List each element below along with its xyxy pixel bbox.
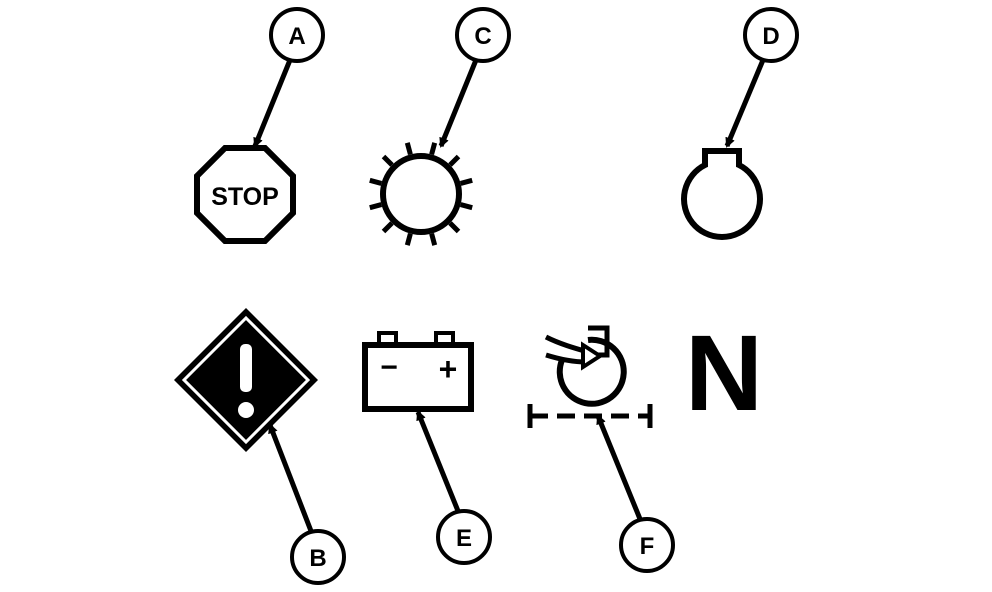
warning-diamond-icon xyxy=(174,308,318,452)
callout-d-arrow xyxy=(724,59,766,148)
battery-icon: − + xyxy=(362,331,474,412)
sun-ray xyxy=(381,154,394,167)
callout-d: D xyxy=(724,7,799,148)
callout-f: F xyxy=(595,414,675,573)
sun-ray xyxy=(369,202,383,211)
callout-c: C xyxy=(438,7,511,148)
callout-b-label: B xyxy=(309,545,326,572)
callout-a-label: A xyxy=(288,23,305,50)
keyhole-icon xyxy=(681,148,763,240)
callout-d-label: D xyxy=(762,23,779,50)
sun-ray xyxy=(404,232,413,246)
sun-ray xyxy=(429,232,438,246)
sun-ray xyxy=(404,142,413,156)
stop-sign-icon: STOP xyxy=(194,145,296,244)
rotation-indicator-icon xyxy=(527,325,653,428)
sun-ray xyxy=(459,202,473,211)
callout-e-arrow xyxy=(415,410,461,512)
stop-sign-text: STOP xyxy=(211,183,279,211)
neutral-letter: N xyxy=(685,312,763,433)
callout-b: B xyxy=(267,423,346,585)
callout-a: A xyxy=(252,7,325,148)
callout-c-arrow xyxy=(438,59,479,148)
sun-ray xyxy=(381,221,394,234)
sun-ray xyxy=(459,177,473,186)
sun-ray xyxy=(448,154,461,167)
callout-c-label: C xyxy=(474,23,491,50)
callout-a-arrow xyxy=(252,59,293,148)
battery-plus-sign: + xyxy=(439,351,458,387)
battery-minus-sign: − xyxy=(380,351,398,384)
callout-f-arrow xyxy=(595,414,643,520)
sun-ray xyxy=(429,142,438,156)
sun-ray xyxy=(369,177,383,186)
callout-e: E xyxy=(415,410,492,565)
callout-e-label: E xyxy=(456,525,472,552)
sun-ray xyxy=(448,221,461,234)
sun-icon xyxy=(369,142,473,246)
callout-f-label: F xyxy=(640,533,655,560)
callout-b-arrow xyxy=(267,423,314,532)
